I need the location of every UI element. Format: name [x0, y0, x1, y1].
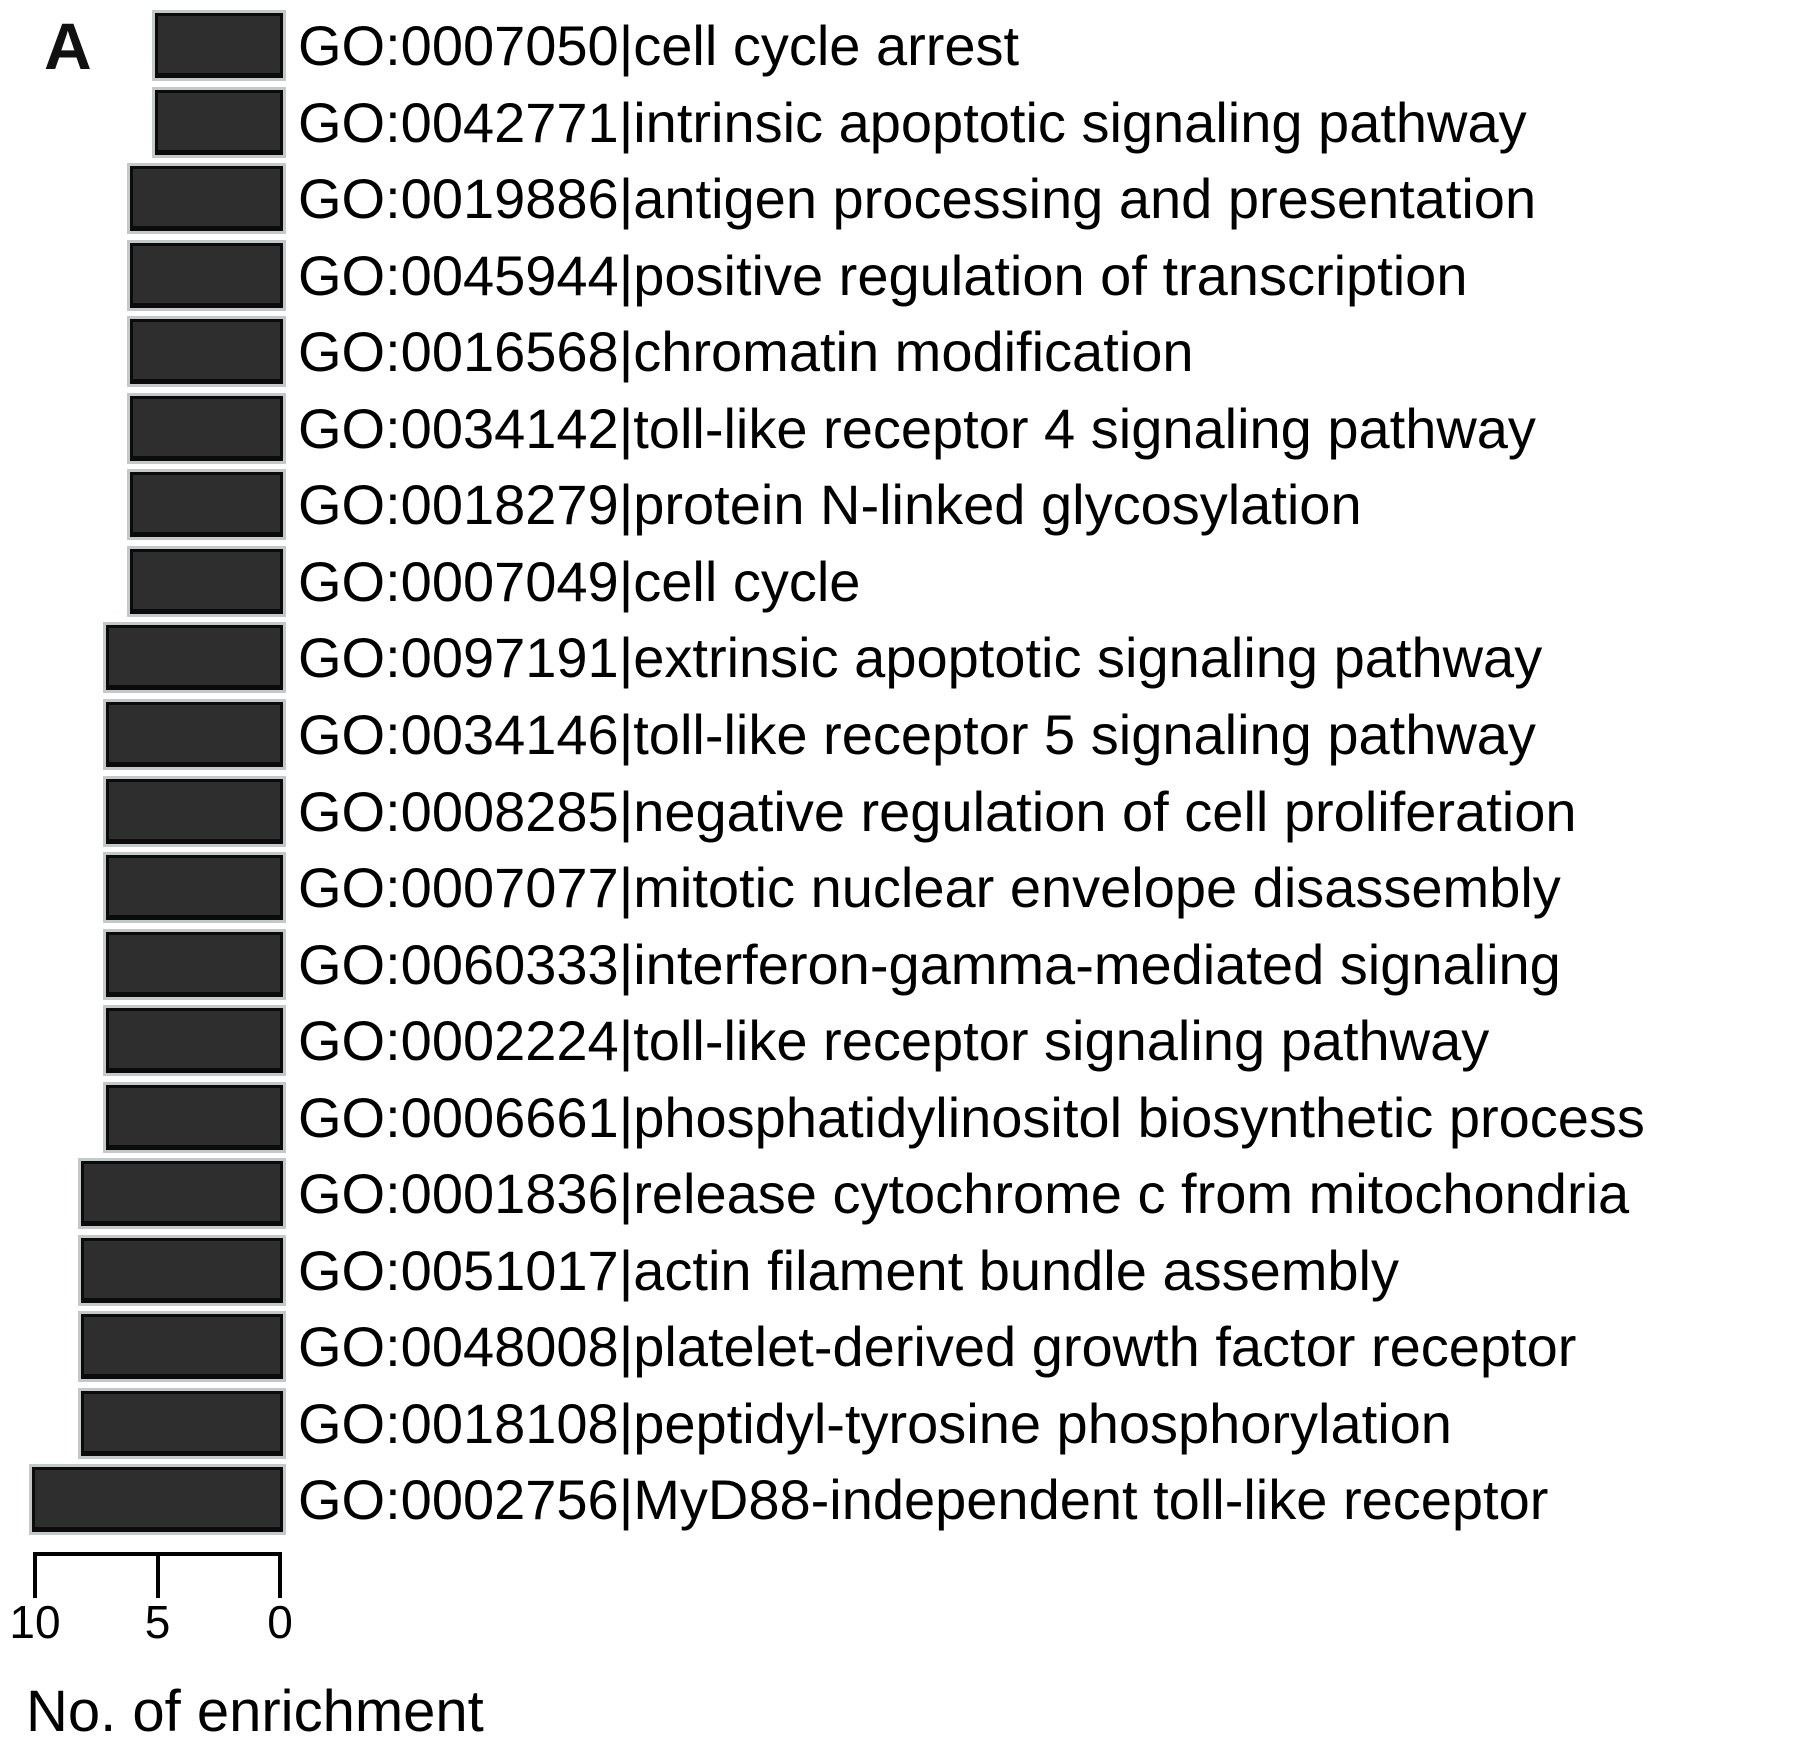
bar-row: GO:0018108|peptidyl-tyrosine phosphoryla… [0, 1387, 1795, 1459]
bar-label: GO:0034146|toll-like receptor 5 signalin… [298, 702, 1536, 766]
bar-label: GO:0045944|positive regulation of transc… [298, 243, 1468, 307]
bar-label: GO:0007077|mitotic nuclear envelope disa… [298, 856, 1561, 920]
bar-label: GO:0019886|antigen processing and presen… [298, 167, 1537, 231]
bar [102, 622, 286, 694]
x-axis-tick-label: 10 [9, 1596, 61, 1648]
bar-row: GO:0060333|interferon-gamma-mediated sig… [0, 928, 1795, 1000]
bar [78, 1158, 286, 1230]
bar-label: GO:0001836|release cytochrome c from mit… [298, 1162, 1630, 1226]
bar [102, 1081, 286, 1153]
bar-row: GO:0008285|negative regulation of cell p… [0, 775, 1795, 847]
bar-row: GO:0002224|toll-like receptor signaling … [0, 1005, 1795, 1077]
bar [151, 10, 286, 81]
bar [102, 698, 286, 770]
x-axis-title: No. of enrichment [26, 1679, 484, 1744]
bar [29, 1464, 286, 1536]
bar-label: GO:0034142|toll-like receptor 4 signalin… [298, 396, 1536, 460]
panel-label: A [44, 9, 92, 83]
bar-label: GO:0048008|platelet-derived growth facto… [298, 1315, 1577, 1379]
bar [78, 1387, 286, 1459]
bar [102, 775, 286, 847]
bar [102, 852, 286, 924]
bar-row: GO:0034142|toll-like receptor 4 signalin… [0, 392, 1795, 464]
bar-label: GO:0007050|cell cycle arrest [298, 14, 1020, 77]
bar-row: GO:0007049|cell cycle [0, 545, 1795, 617]
bar [127, 163, 286, 235]
bar-row: GO:0051017|actin filament bundle assembl… [0, 1234, 1795, 1306]
bar [127, 316, 286, 388]
bar-row: GO:0006661|phosphatidylinositol biosynth… [0, 1081, 1795, 1153]
bar-row: GO:0007050|cell cycle arrest [0, 10, 1795, 81]
bar-row: GO:0045944|positive regulation of transc… [0, 239, 1795, 311]
bar-label: GO:0002224|toll-like receptor signaling … [298, 1009, 1490, 1073]
x-axis-tick-label: 5 [144, 1596, 171, 1648]
bar [127, 545, 286, 617]
bar-label: GO:0060333|interferon-gamma-mediated sig… [298, 932, 1561, 996]
bar [127, 239, 286, 311]
bar-label: GO:0002756|MyD88-independent toll-like r… [298, 1468, 1549, 1532]
bar-label: GO:0051017|actin filament bundle assembl… [298, 1238, 1399, 1302]
bar-row: GO:0097191|extrinsic apoptotic signaling… [0, 622, 1795, 694]
bar-row: GO:0016568|chromatin modification [0, 316, 1795, 388]
bar-row: GO:0002756|MyD88-independent toll-like r… [0, 1464, 1795, 1536]
x-axis-tick [278, 1552, 282, 1598]
bar [78, 1234, 286, 1306]
bar-label: GO:0018279|protein N-linked glycosylatio… [298, 473, 1362, 537]
bar-label: GO:0097191|extrinsic apoptotic signaling… [298, 626, 1543, 690]
x-axis-tick-label: 0 [267, 1596, 293, 1648]
bar-row: GO:0019886|antigen processing and presen… [0, 163, 1795, 235]
bar-label: GO:0007049|cell cycle [298, 549, 861, 613]
bar-label: GO:0042771|intrinsic apoptotic signaling… [298, 90, 1527, 154]
bar [102, 1005, 286, 1077]
bar-row: GO:0001836|release cytochrome c from mit… [0, 1158, 1795, 1230]
x-axis-tick [33, 1552, 37, 1598]
bar [151, 86, 286, 158]
bar-row: GO:0018279|protein N-linked glycosylatio… [0, 469, 1795, 541]
bar-label: GO:0008285|negative regulation of cell p… [298, 779, 1577, 843]
x-axis-tick [155, 1552, 160, 1598]
bar-label: GO:0018108|peptidyl-tyrosine phosphoryla… [298, 1391, 1452, 1455]
bar-row: GO:0048008|platelet-derived growth facto… [0, 1311, 1795, 1383]
bar-row: GO:0034146|toll-like receptor 5 signalin… [0, 698, 1795, 770]
bar-label: GO:0006661|phosphatidylinositol biosynth… [298, 1085, 1645, 1149]
bar [102, 928, 286, 1000]
bar [127, 392, 286, 464]
bar [78, 1311, 286, 1383]
bar-label: GO:0016568|chromatin modification [298, 320, 1194, 384]
bar-row: GO:0007077|mitotic nuclear envelope disa… [0, 852, 1795, 924]
bar [127, 469, 286, 541]
bar-row: GO:0042771|intrinsic apoptotic signaling… [0, 86, 1795, 158]
